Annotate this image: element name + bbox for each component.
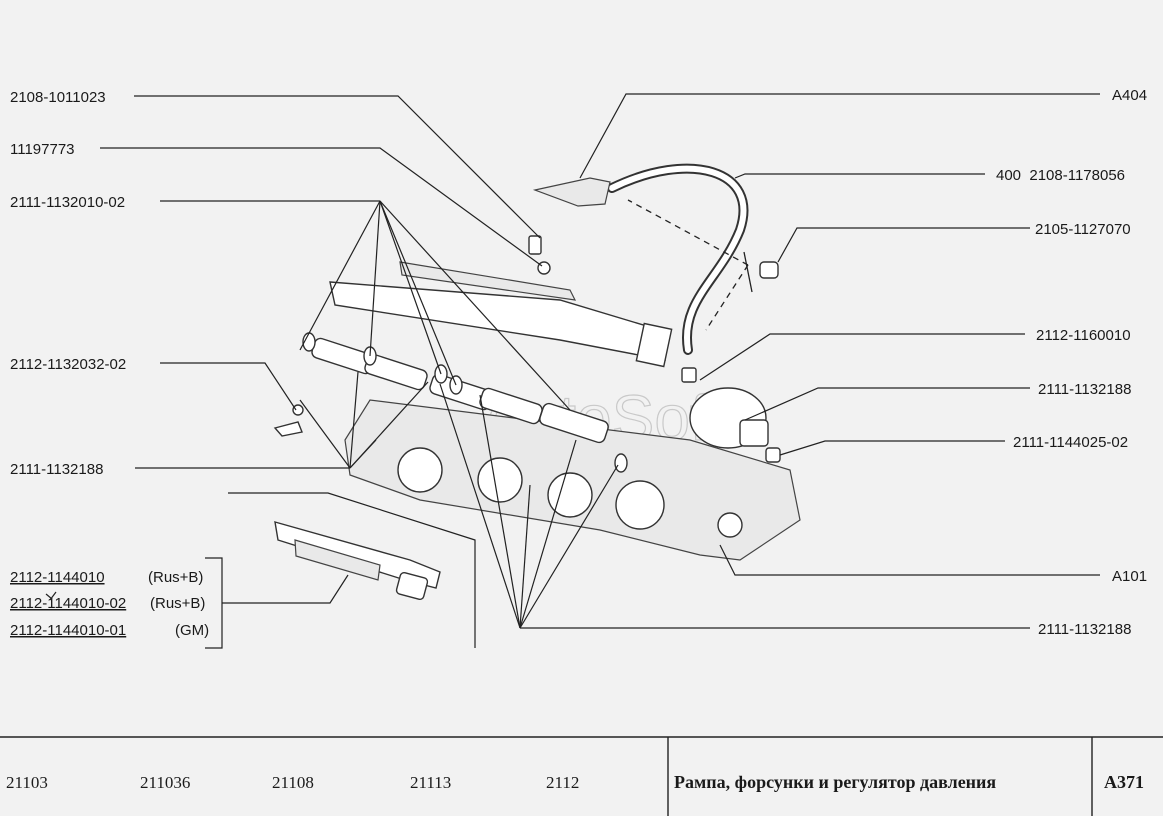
part-label: 2108-1011023 [10,89,106,106]
part-label: 2112-1160010 [1036,327,1131,344]
model-number: 211036 [140,773,190,792]
part-label: 400 2108-1178056 [996,167,1125,184]
model-number: 21113 [410,773,451,792]
part-label: 2105-1127070 [1035,221,1131,238]
page-title: Рампа, форсунки и регулятор давления [674,772,996,792]
part-label: 2111-1132188 [1038,621,1131,638]
footer: 21103 211036 21108 21113 2112 Рампа, фор… [0,736,1163,816]
model-number: 21108 [272,773,314,792]
variant-code: 2112-1144010 [10,569,105,586]
page-code: A371 [1104,772,1144,792]
variant-code: 2112-1144010-02 [10,595,126,612]
part-label: A101 [1112,568,1147,585]
part-label: 2111-1144025-02 [1013,434,1128,451]
variant-note: (Rus+B) [150,595,205,612]
variant-note: (GM) [175,622,209,639]
variant-code: 2112-1144010-01 [10,622,126,639]
part-label: 2111-1132188 [10,461,103,478]
part-label: 2112-1132032-02 [10,356,126,373]
part-label: A404 [1112,87,1147,104]
part-label: 2111-1132188 [1038,381,1131,398]
model-number: 2112 [546,773,579,792]
variant-note: (Rus+B) [148,569,203,586]
leader-lines [100,93,1100,649]
part-label: 11197773 [10,141,75,158]
model-number: 21103 [6,773,48,792]
part-label: 2111-1132010-02 [10,194,125,211]
